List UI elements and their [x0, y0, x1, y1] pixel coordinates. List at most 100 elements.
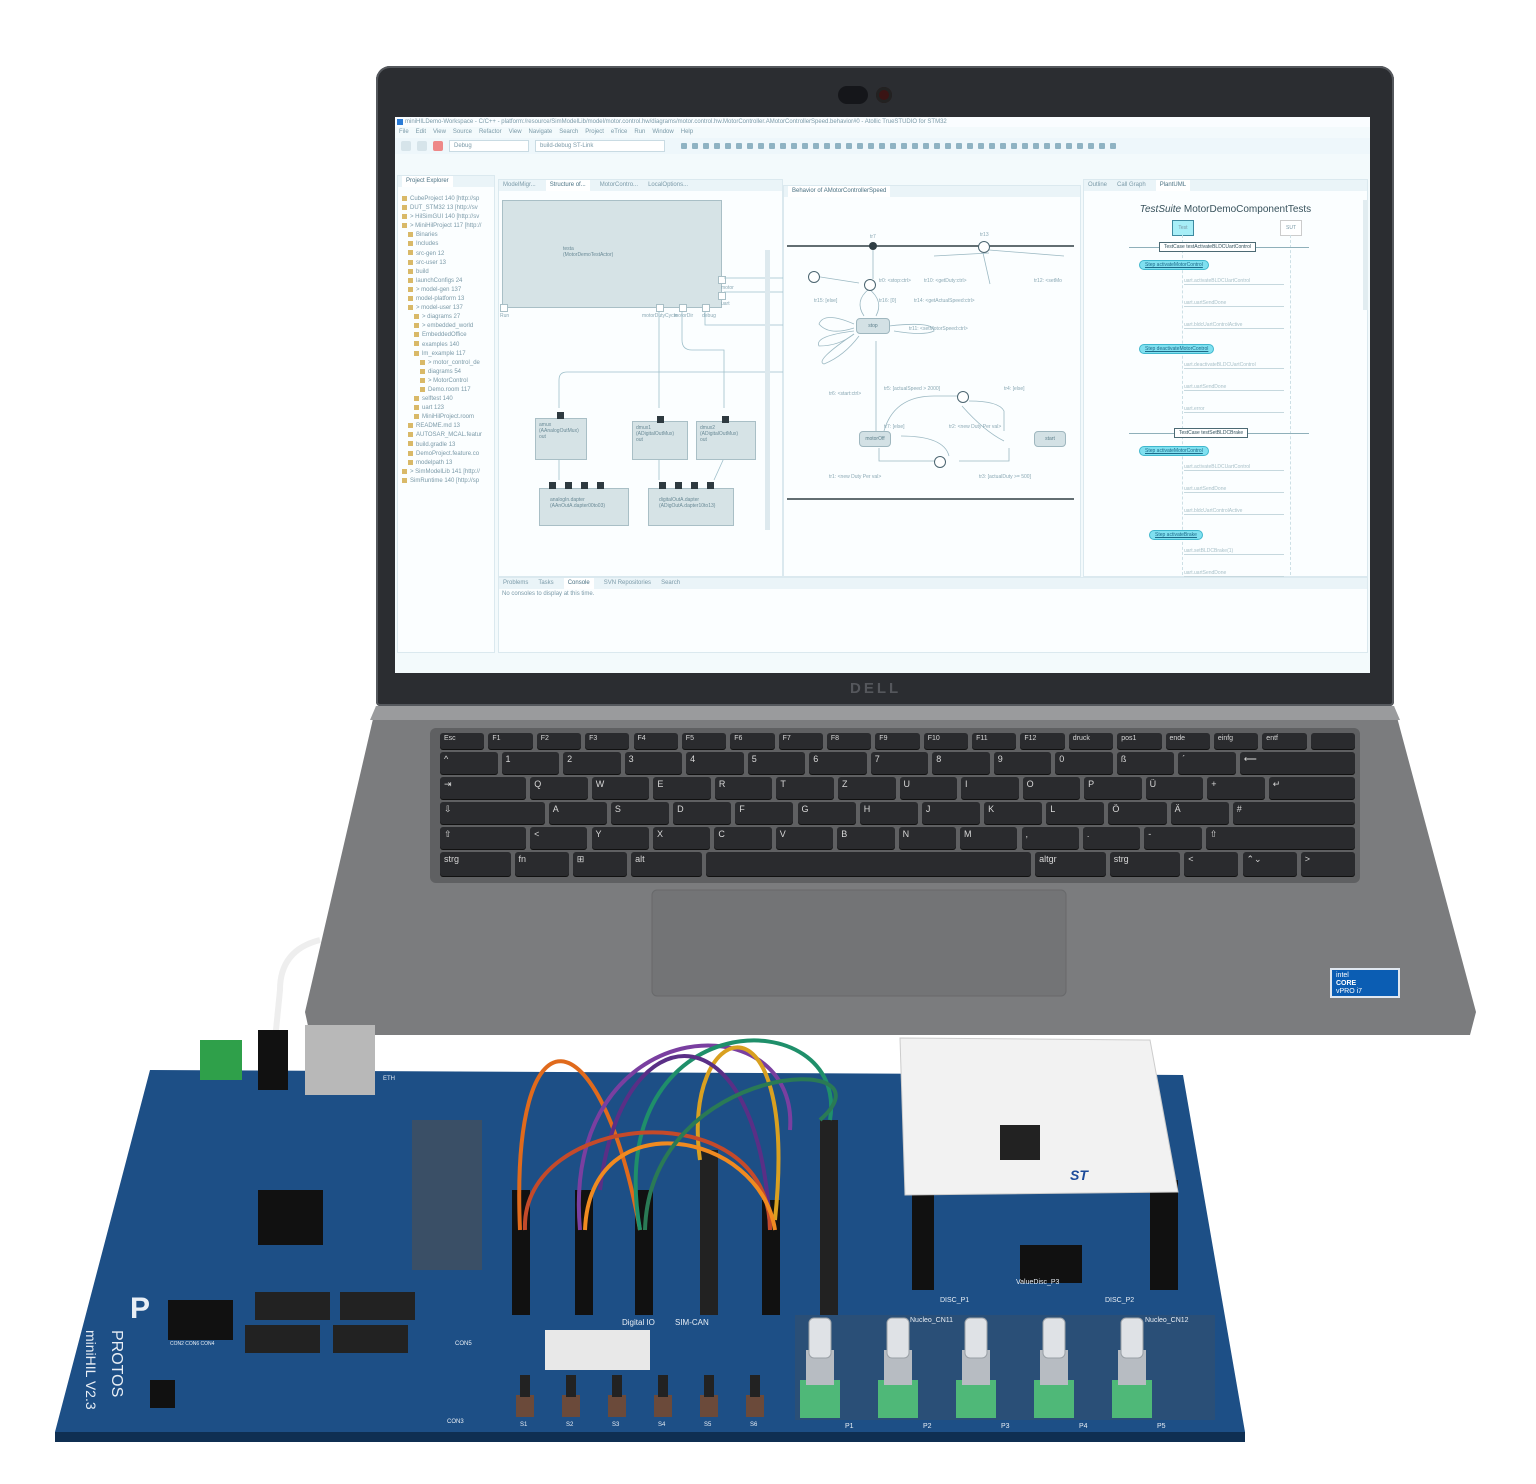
menu-item-run[interactable]: Run	[634, 129, 646, 135]
toolbar-action-icon[interactable]	[890, 143, 896, 149]
key-F2[interactable]: F2	[536, 733, 582, 749]
tree-item[interactable]: MiniHilProject.room	[402, 413, 494, 422]
key-<[interactable]: <	[530, 827, 588, 849]
tab-svn-repositories[interactable]: SVN Repositories	[603, 580, 652, 586]
key-⇥[interactable]: ⇥	[440, 777, 527, 799]
key-W[interactable]: W	[591, 777, 650, 799]
tab-localoptions-[interactable]: LocalOptions...	[648, 182, 689, 188]
key-F4[interactable]: F4	[633, 733, 678, 749]
toolbar-action-icon[interactable]	[1099, 143, 1105, 149]
key-F10[interactable]: F10	[923, 733, 969, 749]
toolbar-action-icon[interactable]	[868, 143, 874, 149]
toolbar-action-icon[interactable]	[1077, 143, 1083, 149]
toolbar-action-icon[interactable]	[1110, 143, 1116, 149]
key->[interactable]: >	[1300, 852, 1355, 876]
tree-item[interactable]: > MotorControl	[402, 377, 494, 386]
key-F7[interactable]: F7	[778, 733, 823, 749]
key-E[interactable]: E	[653, 777, 711, 799]
key-F3[interactable]: F3	[585, 733, 630, 749]
tab-call-graph[interactable]: Call Graph	[1117, 182, 1146, 188]
key-⇩[interactable]: ⇩	[440, 802, 545, 824]
debug-icon[interactable]	[417, 141, 427, 151]
toolbar-action-icon[interactable]	[824, 143, 830, 149]
key-8[interactable]: 8	[932, 752, 990, 774]
tree-item[interactable]: > embedded_world	[402, 322, 494, 331]
tree-item[interactable]: DemoProject.feature.co	[402, 450, 494, 459]
toolbar-action-icon[interactable]	[692, 143, 698, 149]
key-O[interactable]: O	[1022, 777, 1081, 799]
testcase-label[interactable]: TestCase testSetBLDCBrake	[1174, 428, 1249, 438]
key-F1[interactable]: F1	[488, 733, 533, 749]
block-analog-adapter[interactable]: analogIn.dapter (AAnOutA.dapter00to03)	[539, 488, 629, 526]
key-F11[interactable]: F11	[972, 733, 1017, 749]
tab-behavior[interactable]: Behavior of AMotorControllerSpeed	[788, 186, 891, 197]
key-2[interactable]: 2	[563, 752, 621, 774]
key-V[interactable]: V	[775, 827, 834, 849]
key-Ü[interactable]: Ü	[1145, 777, 1204, 799]
toolbar-action-icon[interactable]	[1033, 143, 1039, 149]
tree-item[interactable]: modelpath 13	[402, 459, 494, 468]
toolbar-action-icon[interactable]	[791, 143, 797, 149]
toolbar-action-icon[interactable]	[802, 143, 808, 149]
menu-item-edit[interactable]: Edit	[415, 129, 427, 135]
key-blank[interactable]	[705, 852, 1032, 876]
key-<[interactable]: <	[1184, 852, 1239, 876]
key-+[interactable]: +	[1207, 777, 1265, 799]
key-B[interactable]: B	[837, 827, 895, 849]
toolbar-action-icon[interactable]	[846, 143, 852, 149]
key-⇧[interactable]: ⇧	[1205, 827, 1355, 849]
key-fn[interactable]: fn	[514, 852, 569, 876]
tree-item[interactable]: > MiniHilProject 117 [http://	[402, 222, 494, 231]
key-A[interactable]: A	[548, 802, 607, 824]
key-X[interactable]: X	[653, 827, 711, 849]
menu-item-view[interactable]: View	[433, 129, 446, 135]
block-amux[interactable]: amux (AAnalogOutMux) out	[535, 418, 587, 460]
key-druck[interactable]: druck	[1068, 733, 1114, 749]
port-run[interactable]	[500, 304, 508, 312]
key-F5[interactable]: F5	[681, 733, 727, 749]
key-K[interactable]: K	[984, 802, 1043, 824]
toolbar-action-icon[interactable]	[703, 143, 709, 149]
plantuml-scrollbar[interactable]	[1363, 200, 1368, 310]
toolbar-action-icon[interactable]	[1088, 143, 1094, 149]
step-label[interactable]: Step activateMotorControl	[1139, 446, 1209, 456]
key-G[interactable]: G	[797, 802, 856, 824]
tree-item[interactable]: build.gradle 13	[402, 441, 494, 450]
toolbar-action-icon[interactable]	[857, 143, 863, 149]
block-dmux2[interactable]: dmux2 (ADigitalOutMux) out	[696, 421, 756, 460]
toolbar-action-icon[interactable]	[1011, 143, 1017, 149]
structure-scrollbar[interactable]	[765, 250, 770, 530]
key-Z[interactable]: Z	[838, 777, 896, 799]
tree-item[interactable]: Binaries	[402, 231, 494, 240]
tree-item[interactable]: build	[402, 268, 494, 277]
menu-item-help[interactable]: Help	[680, 129, 694, 135]
menu-item-refactor[interactable]: Refactor	[478, 129, 502, 135]
key-C[interactable]: C	[714, 827, 772, 849]
key-H[interactable]: H	[859, 802, 918, 824]
choice-point-tr13[interactable]	[978, 241, 990, 253]
key-ß[interactable]: ß	[1116, 752, 1175, 774]
toolbar-action-icon[interactable]	[1055, 143, 1061, 149]
tree-item[interactable]: examples 140	[402, 341, 494, 350]
port-motor-dir[interactable]	[679, 304, 687, 312]
toolbar-action-icon[interactable]	[1044, 143, 1050, 149]
toolbar-action-icon[interactable]	[813, 143, 819, 149]
choice-point-3[interactable]	[934, 456, 946, 468]
block-digital-adapter[interactable]: digitalOutA.dapter (ADigOutA.dapter10to1…	[648, 488, 734, 526]
tree-item[interactable]: src-user 13	[402, 259, 494, 268]
key-altgr[interactable]: altgr	[1035, 852, 1106, 876]
build-icon[interactable]	[401, 141, 411, 151]
menu-item-etrice[interactable]: eTrice	[610, 129, 628, 135]
key-4[interactable]: 4	[686, 752, 744, 774]
key-blank[interactable]	[1310, 733, 1355, 749]
key-´[interactable]: ´	[1178, 752, 1236, 774]
tree-item[interactable]: model-platform 13	[402, 295, 494, 304]
tree-item[interactable]: selftest 140	[402, 395, 494, 404]
toolbar-action-icon[interactable]	[736, 143, 742, 149]
toolbar-action-icon[interactable]	[967, 143, 973, 149]
tab-console[interactable]: Console	[563, 578, 594, 589]
tree-item[interactable]: DUT_STM32 13 [http://sv	[402, 204, 494, 213]
tab-motorcontro-[interactable]: MotorContro...	[599, 182, 639, 188]
toolbar-action-icon[interactable]	[1000, 143, 1006, 149]
key-3[interactable]: 3	[624, 752, 683, 774]
